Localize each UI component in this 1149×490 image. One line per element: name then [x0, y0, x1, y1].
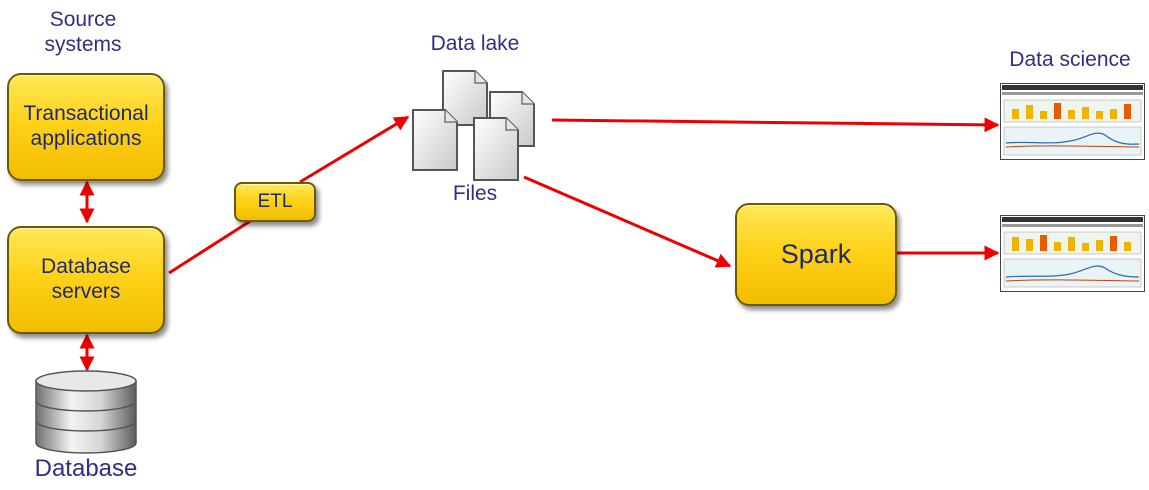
arrow-files-spark [523, 175, 732, 268]
transactional-applications-box: Transactional applications [7, 73, 165, 181]
report-icon [1000, 215, 1145, 292]
files-label: Files [452, 182, 498, 205]
arrow-etl-datalake [299, 115, 410, 184]
database-label: Database [34, 455, 138, 482]
database-servers-label: Database servers [41, 255, 131, 303]
etl-box: ETL [234, 182, 316, 222]
line-dbservers-etl [168, 216, 256, 275]
etl-label: ETL [257, 190, 293, 212]
transactional-applications-label: Transactional applications [23, 102, 149, 150]
files-icon [412, 70, 535, 181]
database-icon [35, 370, 137, 454]
data-science-label: Data science [1009, 48, 1131, 71]
spark-box: Spark [735, 203, 897, 306]
arrow-datalake-datascience [551, 117, 1000, 133]
spark-label: Spark [780, 238, 852, 269]
data-lake-label: Data lake [430, 32, 520, 55]
report-icon [1000, 83, 1145, 160]
source-systems-label: Source systems [44, 8, 122, 56]
database-servers-box: Database servers [7, 226, 165, 334]
